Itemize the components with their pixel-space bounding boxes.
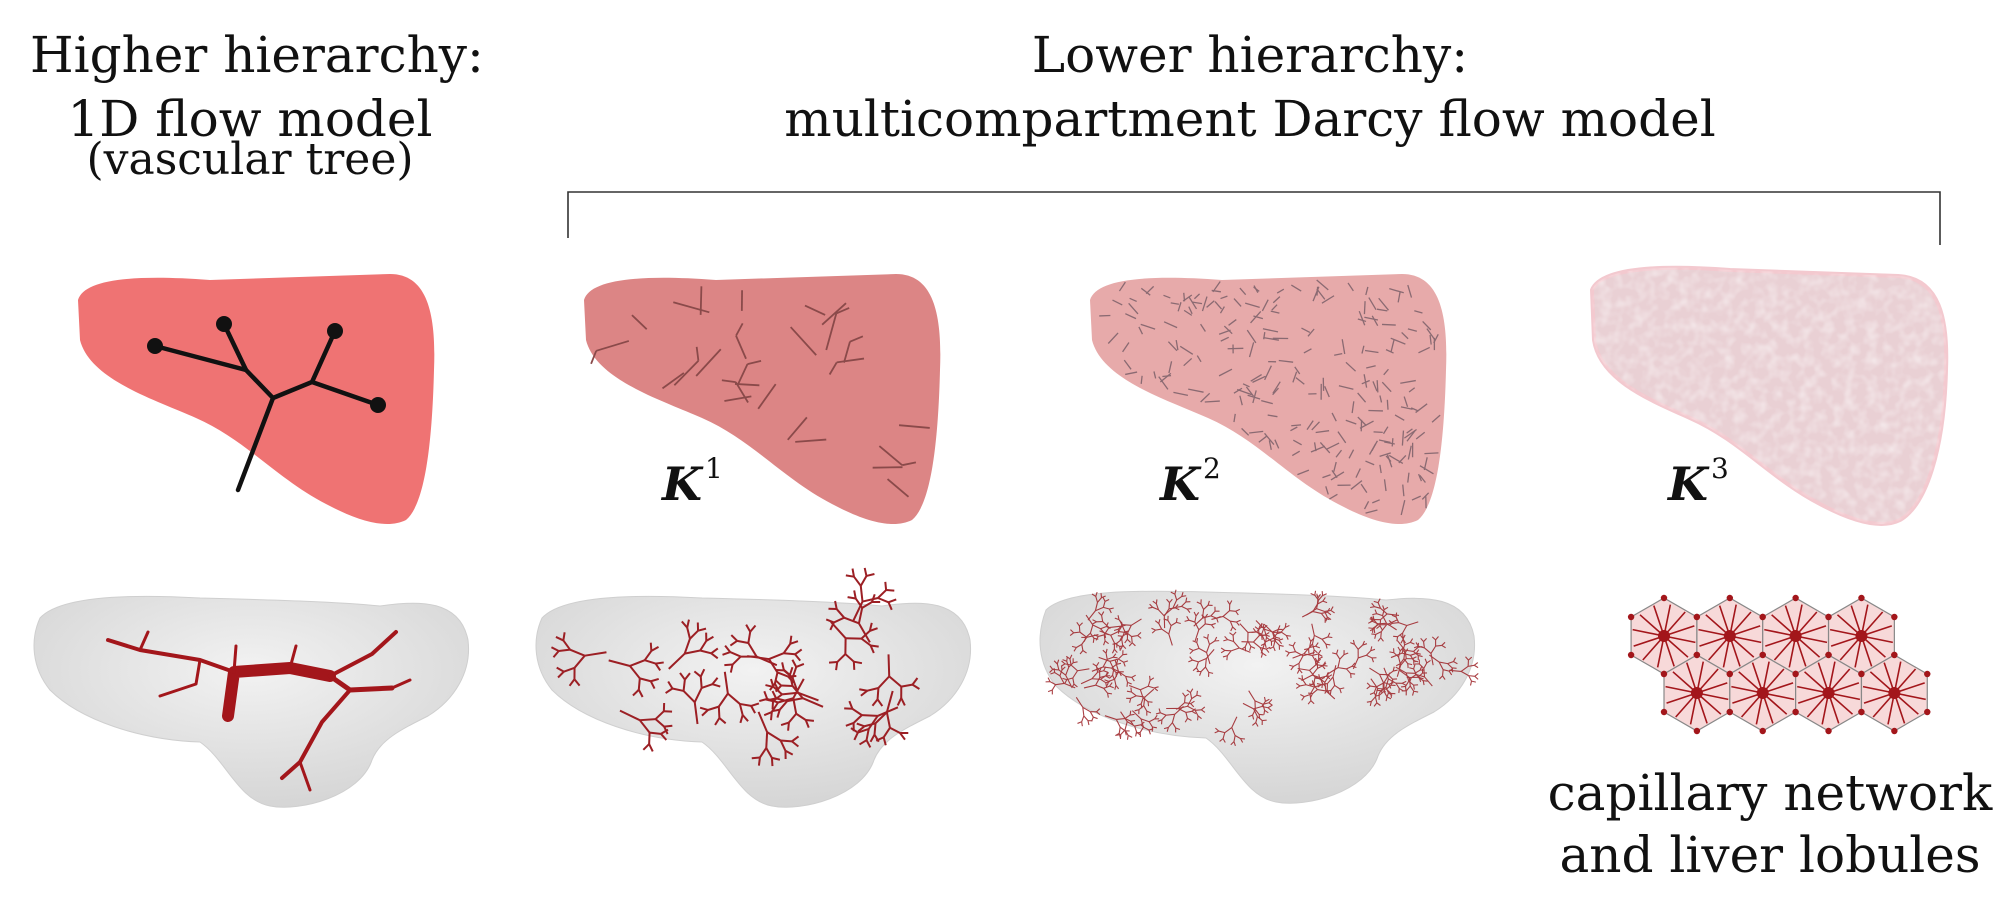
vascular-tree-subheading: (vascular tree) <box>86 134 414 185</box>
liver-lobules-diagram <box>1627 594 1931 735</box>
portal-node <box>1858 708 1865 716</box>
mesh-k1-vessel-network <box>550 567 920 767</box>
portal-node <box>1759 651 1766 659</box>
central-vein <box>1756 687 1769 699</box>
vascular-tree <box>152 321 381 493</box>
capillary-texture <box>1592 267 1947 525</box>
large-vessel-tree <box>106 630 412 792</box>
liver-shape <box>584 274 941 525</box>
portal-node <box>1891 727 1898 735</box>
terminal-node <box>216 316 232 332</box>
portal-node <box>1792 670 1799 678</box>
portal-node <box>1726 708 1734 716</box>
liver-lobules-caption: and liver lobules <box>1559 826 1981 884</box>
tree-terminal-nodes <box>147 316 386 413</box>
mesh-k2-render <box>1039 589 1479 804</box>
portal-node <box>1825 727 1832 735</box>
central-vein <box>1690 687 1703 699</box>
portal-node <box>1759 613 1766 621</box>
terminal-node <box>370 397 386 413</box>
portal-node <box>1693 651 1701 659</box>
portal-node <box>1693 727 1701 735</box>
liver-compartment-k1 <box>584 274 941 525</box>
portal-node <box>1693 613 1701 621</box>
portal-node <box>1726 670 1734 678</box>
compartment-bracket <box>567 191 1941 245</box>
portal-node <box>1825 613 1832 621</box>
central-vein <box>1855 630 1868 642</box>
central-vein <box>1723 630 1736 642</box>
liver-compartment-k2 <box>1090 274 1447 525</box>
one-d-flow-model-heading: 1D flow model <box>67 90 433 148</box>
higher-hierarchy-heading: Higher hierarchy: <box>30 26 484 84</box>
portal-node <box>1627 651 1635 659</box>
portal-node <box>1660 708 1668 716</box>
lower-hierarchy-heading: Lower hierarchy: <box>1031 26 1469 84</box>
liver-compartment-k3 <box>1589 265 1949 526</box>
k2-vessel-segments <box>1099 279 1441 516</box>
portal-node <box>1924 708 1931 716</box>
portal-node <box>1792 594 1799 602</box>
portal-node <box>1858 670 1865 678</box>
darcy-flow-model-heading: multicompartment Darcy flow model <box>784 90 1716 148</box>
portal-node <box>1726 594 1734 602</box>
liver-shape <box>1090 274 1447 525</box>
portal-node <box>1627 613 1635 621</box>
portal-node <box>1891 613 1898 621</box>
portal-node <box>1792 708 1799 716</box>
mesh-shape <box>535 595 972 808</box>
central-vein <box>1789 630 1802 642</box>
mesh-k1-render <box>535 567 972 808</box>
mesh-shape <box>1039 590 1476 804</box>
terminal-node <box>147 338 163 354</box>
liver-vascular-tree-illustration <box>78 274 435 525</box>
central-vein <box>1888 687 1901 699</box>
mesh-k2-vessel-network <box>1045 589 1479 747</box>
portal-node <box>1858 594 1865 602</box>
portal-node <box>1759 727 1766 735</box>
portal-node <box>1660 670 1668 678</box>
portal-node <box>1924 670 1931 678</box>
terminal-node <box>327 323 343 339</box>
capillary-network-caption: capillary network <box>1547 764 1993 822</box>
central-vein <box>1658 630 1670 642</box>
portal-node <box>1891 651 1898 659</box>
liver-shape <box>78 274 435 525</box>
central-vein <box>1822 687 1835 699</box>
mesh-shape <box>33 595 470 808</box>
portal-node <box>1660 594 1668 602</box>
portal-node <box>1825 651 1832 659</box>
mesh-vascular-tree-render <box>33 595 470 808</box>
k1-vessel-segments <box>590 286 930 498</box>
